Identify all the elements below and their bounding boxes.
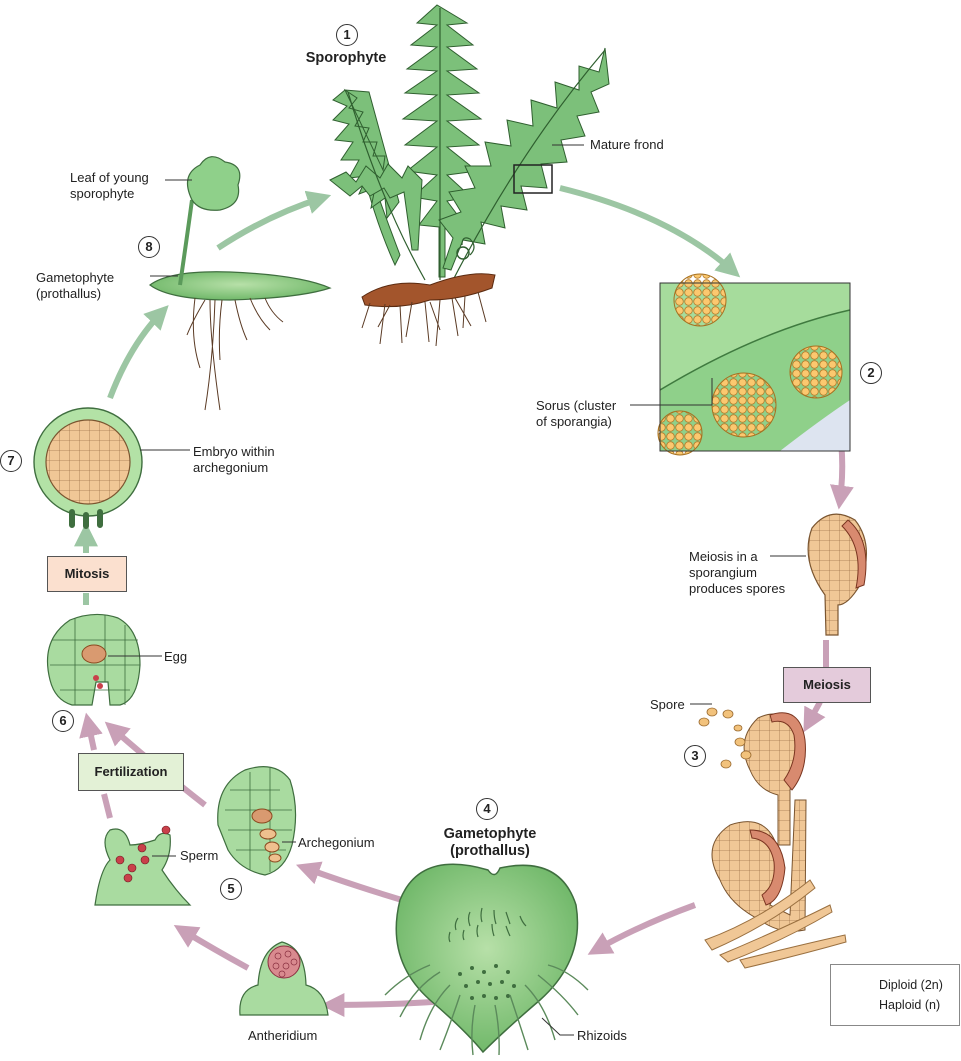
sorus-label: Sorus (cluster of sporangia) — [536, 398, 617, 429]
stage-3-number: 3 — [684, 745, 706, 767]
gametophyte-title: Gametophyte (prothallus) — [443, 826, 537, 859]
stage-8-number: 8 — [138, 236, 160, 258]
spore-release-illustration — [698, 707, 847, 969]
embryo-illustration — [33, 407, 143, 529]
mature-frond-label: Mature frond — [590, 137, 664, 152]
egg-label: Egg — [164, 649, 188, 664]
prothallus-illustration — [384, 863, 589, 1056]
leaf-young-sporophyte-label: Leaf of young sporophyte — [70, 170, 149, 201]
stage-4-number: 4 — [476, 798, 498, 820]
arrow-antheridium-to-5 — [173, 925, 250, 971]
legend-diploid-label: Diploid (2n) — [879, 978, 943, 992]
meiosis-box: Meiosis — [783, 667, 871, 703]
arrow-5-to-fertilization — [101, 793, 113, 819]
arrow-fertilization-to-6 — [79, 712, 103, 751]
gametophyte-prothallus-label: Gametophyte (prothallus) — [36, 270, 115, 301]
fertilization-box: Fertilization — [78, 753, 184, 791]
sperm-label: Sperm — [180, 848, 219, 863]
archegonium-illustration — [217, 766, 297, 876]
mitosis-box: Mitosis — [47, 556, 127, 592]
meiosis-sporangium-label: Meiosis in a sporangium produces spores — [689, 549, 786, 596]
stage-5-number: 5 — [220, 878, 242, 900]
rhizoids-label: Rhizoids — [577, 1028, 627, 1043]
sperm-release-illustration — [94, 825, 192, 906]
sporophyte-title: Sporophyte — [305, 50, 387, 66]
spore-label: Spore — [650, 697, 685, 712]
arrow-3-to-4 — [587, 902, 697, 955]
arrow-8-to-1 — [216, 190, 332, 251]
arrow-1-to-2 — [559, 185, 741, 278]
legend: Diploid (2n) Haploid (n) — [830, 964, 960, 1026]
embryo-label: Embryo within archegonium — [193, 444, 275, 475]
cycle-arrows — [74, 185, 854, 1017]
sporophyte-illustration — [329, 4, 610, 347]
antheridium-illustration — [239, 941, 329, 1016]
fertilization-archegonium-illustration — [46, 613, 141, 706]
legend-haploid-label: Haploid (n) — [879, 998, 941, 1012]
arrow-7-to-8 — [107, 305, 169, 400]
antheridium-label: Antheridium — [248, 1028, 318, 1043]
stage-2-number: 2 — [860, 362, 882, 384]
archegonium-label: Archegonium — [298, 835, 375, 850]
stage-1-number: 1 — [336, 24, 358, 46]
stage-6-number: 6 — [52, 710, 74, 732]
arrow-meiosis-to-3 — [803, 700, 826, 733]
stage-7-number: 7 — [0, 450, 22, 472]
young-sporophyte-illustration — [148, 156, 332, 411]
sporangium-illustration — [807, 513, 868, 636]
sori-panel — [657, 273, 851, 456]
